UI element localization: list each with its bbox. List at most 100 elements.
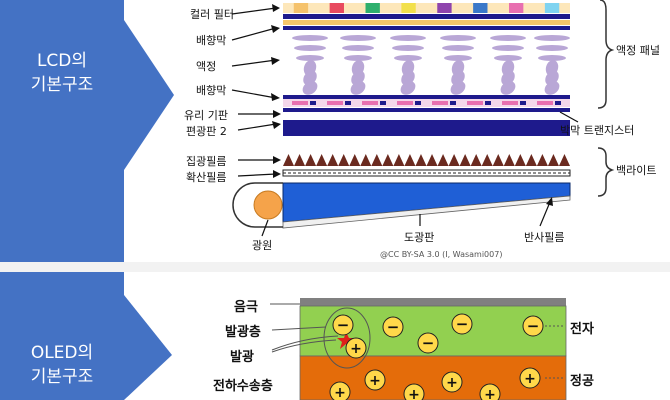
hole bbox=[441, 371, 463, 393]
liquid-crystal-molecule bbox=[390, 35, 426, 41]
liquid-crystal-molecule bbox=[392, 45, 424, 51]
tft-gate bbox=[345, 101, 351, 105]
liquid-crystal-molecule bbox=[494, 55, 522, 61]
liquid-crystal-molecule bbox=[444, 55, 472, 61]
tft-cell bbox=[292, 101, 308, 105]
hole-sign: + bbox=[369, 373, 381, 389]
light-source-lamp bbox=[253, 190, 283, 220]
label-cathode: 음극 bbox=[234, 300, 258, 315]
oled-heading-line1: OLED의 bbox=[30, 343, 94, 363]
liquid-crystal-molecule bbox=[538, 55, 566, 61]
electron-sign: − bbox=[527, 317, 540, 335]
tft-cell bbox=[362, 101, 378, 105]
tft-cell bbox=[327, 101, 343, 105]
liquid-crystal-molecule bbox=[450, 81, 466, 95]
tft-gate bbox=[450, 101, 456, 105]
electron-sign: − bbox=[422, 334, 435, 352]
color-filter-navy-layer bbox=[283, 14, 570, 19]
electron-sign: − bbox=[337, 316, 350, 334]
tft-cell bbox=[397, 101, 413, 105]
label-emission: 발광 bbox=[230, 350, 254, 365]
bottom-alignment-layer bbox=[283, 95, 570, 99]
oled-arrow-head bbox=[124, 295, 172, 400]
hole-sign: + bbox=[484, 387, 496, 400]
top-alignment-layer bbox=[283, 26, 570, 30]
liquid-crystal-molecule bbox=[342, 45, 374, 51]
label-tft: 박막 트랜지스터 bbox=[560, 124, 635, 137]
color-filter-base bbox=[283, 3, 570, 13]
hole bbox=[519, 367, 541, 389]
oled-label-lines bbox=[270, 303, 565, 379]
electron-sign: − bbox=[387, 318, 400, 336]
liquid-crystal-molecule bbox=[294, 45, 326, 51]
label-electron: 전자 bbox=[570, 322, 594, 337]
hole bbox=[479, 383, 501, 400]
lcd-arrow-tips bbox=[271, 4, 553, 206]
hole-sign: + bbox=[408, 387, 420, 400]
electron bbox=[522, 315, 544, 337]
electron bbox=[382, 316, 404, 338]
hole bbox=[364, 369, 386, 391]
image-credit: @CC BY-SA 3.0 (I, Wasami007) bbox=[380, 250, 503, 259]
liquid-crystal-molecule bbox=[492, 45, 524, 51]
tft-cells bbox=[292, 101, 561, 105]
diffuser-film bbox=[282, 169, 571, 177]
liquid-crystal-molecule bbox=[292, 35, 328, 41]
color-filter-cells bbox=[293, 3, 560, 13]
label-light-source: 광원 bbox=[252, 239, 273, 252]
liquid-crystal-molecule bbox=[536, 45, 568, 51]
section-divider bbox=[0, 262, 670, 272]
liquid-crystal-molecule bbox=[344, 55, 372, 61]
liquid-crystal-molecules bbox=[292, 35, 570, 95]
glass-substrate-line bbox=[283, 108, 570, 112]
tft-gate bbox=[380, 101, 386, 105]
lcd-label-arrows bbox=[231, 7, 579, 237]
hole-sign: + bbox=[350, 341, 362, 357]
liquid-crystal-molecule bbox=[534, 35, 570, 41]
tft-cell bbox=[432, 101, 448, 105]
tft-cell bbox=[502, 101, 518, 105]
tft-cell bbox=[537, 101, 553, 105]
label-liquid-crystal: 액정 bbox=[196, 60, 217, 73]
hole-sign: + bbox=[334, 385, 346, 400]
holes: +++++++ bbox=[329, 337, 541, 400]
label-glass-substrate: 유리 기판 bbox=[184, 109, 228, 122]
label-alignment-bottom: 배향막 bbox=[196, 84, 227, 97]
label-prism-film: 집광필름 bbox=[186, 155, 227, 168]
cathode-layer bbox=[300, 298, 566, 306]
electron bbox=[417, 332, 439, 354]
hole-sign: + bbox=[446, 375, 458, 391]
panel-brace bbox=[597, 0, 615, 109]
label-transport-layer: 전하수송층 bbox=[213, 379, 273, 394]
liquid-crystal-molecule bbox=[400, 81, 416, 95]
lamp-reflector bbox=[232, 182, 283, 228]
backlight-brace bbox=[597, 147, 615, 197]
tft-gate bbox=[520, 101, 526, 105]
label-alignment-top: 배향막 bbox=[196, 34, 227, 47]
lcd-heading-line2: 기본구조 bbox=[30, 75, 94, 95]
hole bbox=[403, 383, 425, 400]
label-polarizer-2: 편광판 2 bbox=[186, 125, 227, 138]
electrons: − − − − − bbox=[332, 313, 544, 354]
oled-heading-line2: 기본구조 bbox=[30, 367, 94, 387]
tft-gate bbox=[485, 101, 491, 105]
label-hole: 정공 bbox=[570, 374, 594, 389]
label-diffuser-film: 확산필름 bbox=[186, 171, 227, 184]
label-emissive-layer: 발광층 bbox=[225, 325, 261, 340]
hole bbox=[329, 381, 351, 400]
label-color-filter: 컬러 필터 bbox=[190, 8, 234, 21]
liquid-crystal-molecule bbox=[544, 81, 560, 95]
polarizer-2-layer bbox=[283, 120, 570, 136]
liquid-crystal-molecule bbox=[350, 81, 366, 95]
tft-gate bbox=[310, 101, 316, 105]
liquid-crystal-molecule bbox=[394, 55, 422, 61]
color-filter-cell bbox=[365, 3, 380, 13]
electron bbox=[451, 313, 473, 335]
color-filter-cell bbox=[509, 3, 524, 13]
liquid-crystal-molecule bbox=[442, 45, 474, 51]
color-filter-cell bbox=[437, 3, 452, 13]
electron-sign: − bbox=[456, 315, 469, 333]
tft-gate bbox=[415, 101, 421, 105]
liquid-crystal-molecule bbox=[340, 35, 376, 41]
oled-diagram: −−−−− +++++++ bbox=[270, 298, 567, 400]
